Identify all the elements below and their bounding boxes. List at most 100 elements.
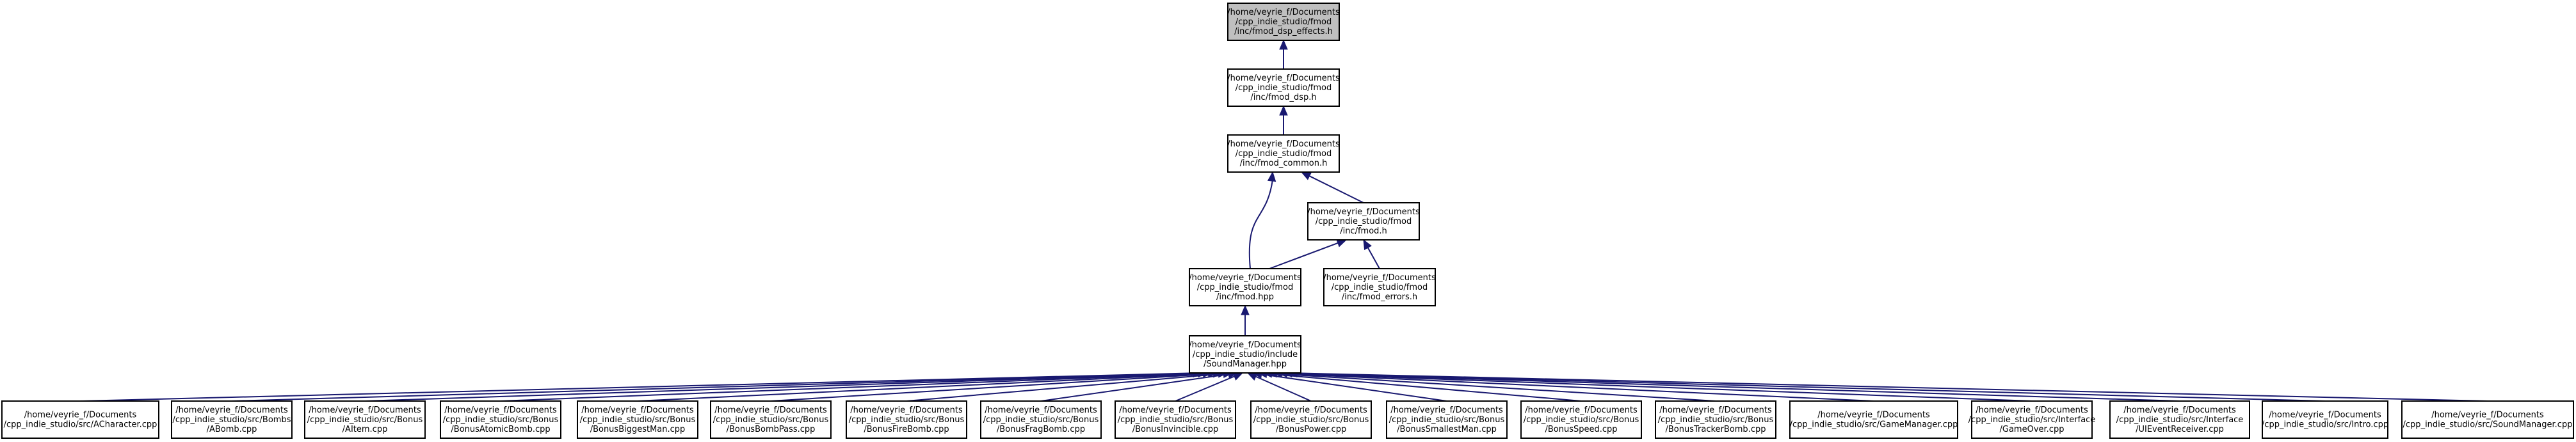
file-node-label-line: /cpp_indie_studio/fmod xyxy=(1236,83,1332,93)
file-node-bonustrackerbomb[interactable]: /home/veyrie_f/Documents/cpp_indie_studi… xyxy=(1655,400,1776,439)
file-node-label-line: /home/veyrie_f/Documents xyxy=(1390,406,1503,415)
file-node-label-line: /cpp_indie_studio/src/SoundManager.cpp xyxy=(2403,420,2573,430)
file-node-soundmanager-cpp[interactable]: /home/veyrie_f/Documents/cpp_indie_studi… xyxy=(2401,400,2574,439)
file-node-label-line: /cpp_indie_studio/src/Bonus xyxy=(580,415,696,425)
file-node-label-line: /cpp_indie_studio/src/Interface xyxy=(1968,415,2096,425)
file-node-label-line: /inc/fmod_errors.h xyxy=(1342,292,1417,302)
file-node-label-line: /home/veyrie_f/Documents xyxy=(24,411,137,420)
file-node-aitem[interactable]: /home/veyrie_f/Documents/cpp_indie_studi… xyxy=(304,400,426,439)
file-node-fmod-hpp[interactable]: /home/veyrie_f/Documents/cpp_indie_studi… xyxy=(1189,268,1301,306)
dependency-arrow xyxy=(1279,39,1288,69)
file-node-fmod-errors[interactable]: /home/veyrie_f/Documents/cpp_indie_studi… xyxy=(1323,268,1436,306)
file-node-label-line: /home/veyrie_f/Documents xyxy=(1227,8,1340,17)
file-node-label-line: /cpp_indie_studio/src/Interface xyxy=(2116,415,2244,425)
file-node-fmod-dsp-effects[interactable]: /home/veyrie_f/Documents/cpp_indie_studi… xyxy=(1227,3,1340,41)
file-node-box xyxy=(2262,400,2388,439)
file-node-bonusspeed[interactable]: /home/veyrie_f/Documents/cpp_indie_studi… xyxy=(1520,400,1642,439)
file-node-label-line: /home/veyrie_f/Documents xyxy=(309,406,421,415)
file-node-label-line: /BonusSmallestMan.cpp xyxy=(1397,425,1497,434)
file-node-box xyxy=(1386,400,1508,439)
file-node-label-line: /inc/fmod_dsp_effects.h xyxy=(1234,27,1333,36)
file-node-bonuspower[interactable]: /home/veyrie_f/Documents/cpp_indie_studi… xyxy=(1250,400,1372,439)
file-node-label-line: /AItem.cpp xyxy=(342,425,388,434)
file-node-label-line: /cpp_indie_studio/src/Bonus xyxy=(1658,415,1774,425)
file-node-label-line: /GameOver.cpp xyxy=(2000,425,2065,434)
file-node-label-line: /cpp_indie_studio/fmod xyxy=(1236,17,1332,27)
file-node-box xyxy=(2109,400,2250,439)
dependency-arrow xyxy=(1363,239,1380,269)
file-node-soundmanager-hpp[interactable]: /home/veyrie_f/Documents/cpp_indie_studi… xyxy=(1189,335,1301,374)
file-node-label-line: /home/veyrie_f/Documents xyxy=(850,406,963,415)
dependency-arrow xyxy=(1248,171,1276,269)
file-node-box xyxy=(171,400,293,439)
file-node-label-line: /BonusBiggestMan.cpp xyxy=(590,425,686,434)
dependency-arrow xyxy=(1279,105,1288,135)
file-node-label-line: /ABomb.cpp xyxy=(207,425,257,434)
file-node-label-line: /cpp_indie_studio/src/Bonus xyxy=(1524,415,1639,425)
file-node-box xyxy=(1307,202,1420,241)
file-node-label-line: /BonusFireBomb.cpp xyxy=(864,425,949,434)
file-node-label-line: /BonusFragBomb.cpp xyxy=(997,425,1085,434)
file-node-label-line: /home/veyrie_f/Documents xyxy=(1255,406,1367,415)
file-node-box xyxy=(1189,268,1301,306)
file-node-label-line: /inc/fmod_dsp.h xyxy=(1250,93,1316,102)
file-node-box xyxy=(1323,268,1436,306)
file-node-label-line: /cpp_indie_studio/src/ACharacter.cpp xyxy=(4,420,157,430)
file-node-label-line: /home/veyrie_f/Documents xyxy=(1976,406,2088,415)
file-node-bonusfirebomb[interactable]: /home/veyrie_f/Documents/cpp_indie_studi… xyxy=(846,400,967,439)
file-node-label-line: /cpp_indie_studio/src/Bonus xyxy=(1253,415,1369,425)
file-node-fmod-dsp[interactable]: /home/veyrie_f/Documents/cpp_indie_studi… xyxy=(1227,68,1340,107)
file-node-label-line: /cpp_indie_studio/src/Bonus xyxy=(849,415,965,425)
file-node-bonussmallestman[interactable]: /home/veyrie_f/Documents/cpp_indie_studi… xyxy=(1386,400,1508,439)
file-node-uieventreceiver[interactable]: /home/veyrie_f/Documents/cpp_indie_studi… xyxy=(2109,400,2250,439)
file-node-label-line: /SoundManager.hpp xyxy=(1203,359,1287,369)
file-node-acharacter[interactable]: /home/veyrie_f/Documents/cpp_indie_studi… xyxy=(1,400,159,439)
file-node-label-line: /home/veyrie_f/Documents xyxy=(2123,406,2236,415)
file-node-bonusfragbomb[interactable]: /home/veyrie_f/Documents/cpp_indie_studi… xyxy=(980,400,1102,439)
file-node-label-line: /inc/fmod.hpp xyxy=(1216,292,1274,302)
file-node-bonusbiggestman[interactable]: /home/veyrie_f/Documents/cpp_indie_studi… xyxy=(577,400,698,439)
file-node-intro[interactable]: /home/veyrie_f/Documents/cpp_indie_studi… xyxy=(2262,400,2388,439)
file-node-label-line: /home/veyrie_f/Documents xyxy=(1525,406,1638,415)
file-node-fmod-h[interactable]: /home/veyrie_f/Documents/cpp_indie_studi… xyxy=(1307,202,1420,241)
file-node-box xyxy=(1789,400,1958,439)
dependency-arrow xyxy=(1241,304,1250,336)
file-node-box xyxy=(1655,400,1776,439)
file-node-gameover[interactable]: /home/veyrie_f/Documents/cpp_indie_studi… xyxy=(1968,400,2096,439)
file-node-bonusatomicbomb[interactable]: /home/veyrie_f/Documents/cpp_indie_studi… xyxy=(440,400,561,439)
file-node-box xyxy=(304,400,426,439)
file-node-label-line: /cpp_indie_studio/src/Bonus xyxy=(713,415,829,425)
file-node-box xyxy=(1115,400,1236,439)
file-node-label-line: /cpp_indie_studio/src/Bonus xyxy=(443,415,559,425)
file-node-box xyxy=(1189,335,1301,374)
file-node-box xyxy=(1227,3,1340,41)
file-node-box xyxy=(710,400,832,439)
file-node-label-line: /home/veyrie_f/Documents xyxy=(1307,207,1420,217)
file-node-abomb[interactable]: /home/veyrie_f/Documents/cpp_indie_studi… xyxy=(171,400,293,439)
dependency-arrow xyxy=(1300,171,1364,203)
file-node-label-line: /BonusAtomicBomb.cpp xyxy=(451,425,550,434)
file-node-box xyxy=(440,400,561,439)
file-node-label-line: /cpp_indie_studio/fmod xyxy=(1236,149,1332,159)
file-node-label-line: /home/veyrie_f/Documents xyxy=(444,406,557,415)
file-node-label-line: /BonusInvincible.cpp xyxy=(1132,425,1219,434)
file-node-label-line: /UIEventReceiver.cpp xyxy=(2136,425,2224,434)
file-node-label-line: /home/veyrie_f/Documents xyxy=(1189,273,1301,283)
file-node-label-line: /home/veyrie_f/Documents xyxy=(1323,273,1436,283)
file-node-label-line: /BonusTrackerBomb.cpp xyxy=(1666,425,1766,434)
file-node-bonusinvincible[interactable]: /home/veyrie_f/Documents/cpp_indie_studi… xyxy=(1115,400,1236,439)
file-node-label-line: /home/veyrie_f/Documents xyxy=(714,406,827,415)
file-node-label-line: /cpp_indie_studio/src/Bonus xyxy=(983,415,1099,425)
file-node-box xyxy=(1971,400,2093,439)
file-node-box xyxy=(980,400,1102,439)
file-node-box xyxy=(1227,134,1340,173)
file-node-label-line: /home/veyrie_f/Documents xyxy=(1119,406,1232,415)
file-node-label-line: /home/veyrie_f/Documents xyxy=(1227,74,1340,83)
file-node-gamemanager[interactable]: /home/veyrie_f/Documents/cpp_indie_studi… xyxy=(1789,400,1958,439)
file-node-box xyxy=(1250,400,1372,439)
file-node-bonusbombpass[interactable]: /home/veyrie_f/Documents/cpp_indie_studi… xyxy=(710,400,832,439)
file-node-box xyxy=(1,400,159,439)
file-node-label-line: /home/veyrie_f/Documents xyxy=(2431,411,2544,420)
file-node-label-line: /home/veyrie_f/Documents xyxy=(1659,406,1772,415)
file-node-fmod-common[interactable]: /home/veyrie_f/Documents/cpp_indie_studi… xyxy=(1227,134,1340,173)
